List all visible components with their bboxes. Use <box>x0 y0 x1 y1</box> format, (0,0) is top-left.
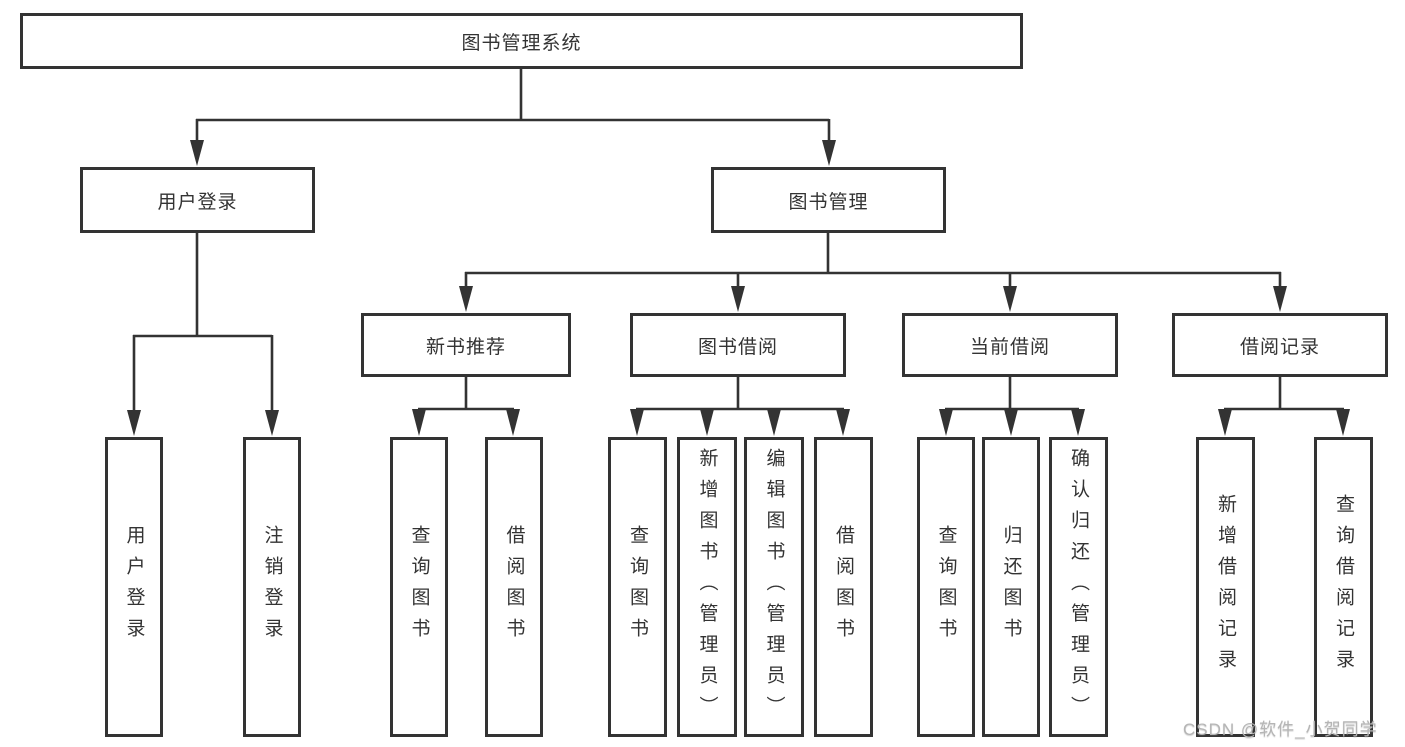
leaf-query-books-current: 查询图书 <box>917 437 975 737</box>
csdn-watermark: CSDN @软件_小贺同学 <box>1183 720 1378 739</box>
node-root-label: 图书管理系统 <box>461 32 582 54</box>
leaf-add-borrow-record: 新增借阅记录 <box>1196 437 1255 737</box>
node-book-borrowing: 图书借阅 <box>630 313 846 377</box>
arrowheads <box>127 140 1350 436</box>
node-new-book-recommend: 新书推荐 <box>361 313 571 377</box>
leaf-user-login-label: 用户登录 <box>123 525 145 649</box>
leaf-borrow-books-recommend-label: 借阅图书 <box>503 525 525 649</box>
leaf-add-books-admin-label: 新增图书（管理员） <box>696 447 718 727</box>
leaf-borrow-books-recommend: 借阅图书 <box>485 437 543 737</box>
leaf-logout-label: 注销登录 <box>261 525 283 649</box>
leaf-confirm-return-admin: 确认归还（管理员） <box>1049 437 1108 737</box>
node-current-borrowing-label: 当前借阅 <box>969 336 1050 358</box>
leaf-borrow-books-borrowing: 借阅图书 <box>814 437 873 737</box>
node-book-management-label: 图书管理 <box>788 191 869 213</box>
node-book-management: 图书管理 <box>711 167 946 233</box>
node-user-login-label: 用户登录 <box>157 191 238 213</box>
leaf-return-books: 归还图书 <box>982 437 1040 737</box>
leaf-user-login: 用户登录 <box>105 437 163 737</box>
node-book-borrowing-label: 图书借阅 <box>697 336 778 358</box>
leaf-return-books-label: 归还图书 <box>1000 525 1022 649</box>
node-borrowing-records-label: 借阅记录 <box>1239 336 1320 358</box>
node-new-book-recommend-label: 新书推荐 <box>425 336 506 358</box>
leaf-query-books-current-label: 查询图书 <box>935 525 957 649</box>
node-borrowing-records: 借阅记录 <box>1172 313 1388 377</box>
leaf-confirm-return-admin-label: 确认归还（管理员） <box>1068 447 1089 727</box>
leaf-add-borrow-record-label: 新增借阅记录 <box>1215 494 1236 680</box>
leaf-query-books-recommend: 查询图书 <box>390 437 448 737</box>
leaf-query-borrow-record-label: 查询借阅记录 <box>1333 494 1354 680</box>
node-root-library-system: 图书管理系统 <box>20 13 1023 69</box>
leaf-query-books-borrowing-label: 查询图书 <box>627 525 648 649</box>
leaf-query-borrow-record: 查询借阅记录 <box>1314 437 1373 737</box>
node-user-login: 用户登录 <box>80 167 315 233</box>
leaf-logout: 注销登录 <box>243 437 301 737</box>
leaf-edit-books-admin-label: 编辑图书（管理员） <box>763 447 785 727</box>
leaf-borrow-books-borrowing-label: 借阅图书 <box>833 525 854 649</box>
node-current-borrowing: 当前借阅 <box>902 313 1118 377</box>
leaf-edit-books-admin: 编辑图书（管理员） <box>744 437 804 737</box>
leaf-query-books-recommend-label: 查询图书 <box>408 525 430 649</box>
leaf-add-books-admin: 新增图书（管理员） <box>677 437 737 737</box>
leaf-query-books-borrowing: 查询图书 <box>608 437 667 737</box>
